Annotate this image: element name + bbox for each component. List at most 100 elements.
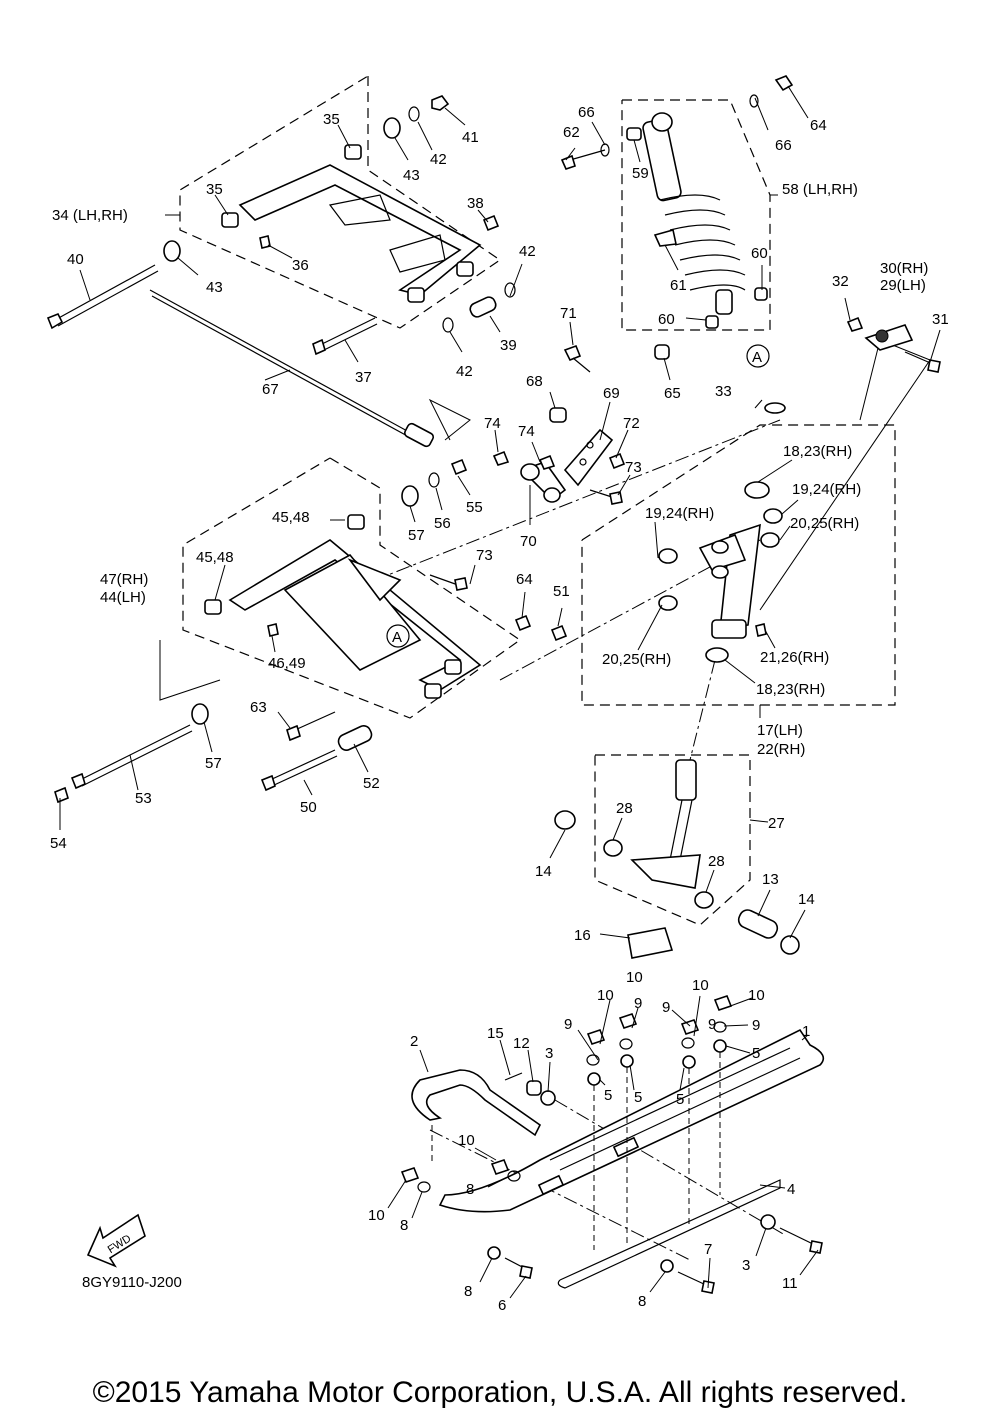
callout-5d: 5 [676, 1091, 684, 1108]
callout-70: 70 [520, 533, 537, 550]
nut-10-e [490, 1159, 510, 1175]
collar-12 [526, 1080, 542, 1096]
washer-5-a [587, 1072, 601, 1086]
ref-marker-a-bottom-label: A [392, 629, 402, 646]
callout-62: 62 [563, 124, 580, 141]
callout-42b: 42 [519, 243, 536, 260]
callout-22-rh: 22(RH) [757, 741, 805, 758]
callout-10f: 10 [368, 1207, 385, 1224]
callout-14b: 14 [798, 891, 815, 908]
bolt-63 [286, 711, 336, 742]
washer-56 [428, 472, 440, 488]
callout-32: 32 [832, 273, 849, 290]
grease-nipple-46 [267, 623, 279, 637]
callout-14a: 14 [535, 863, 552, 880]
bushing-19-left [658, 548, 678, 564]
washer-42-top [408, 106, 420, 122]
nut-55 [450, 458, 468, 476]
callout-67: 67 [262, 381, 279, 398]
callout-4: 4 [787, 1181, 795, 1198]
callout-28a: 28 [616, 800, 633, 817]
callout-9b: 9 [634, 995, 642, 1012]
callout-38: 38 [467, 195, 484, 212]
washer-9-d [713, 1021, 727, 1033]
upper-arm-assembly-boundary [179, 75, 502, 329]
callout-15: 15 [487, 1025, 504, 1042]
callout-58: 58 (LH,RH) [782, 181, 858, 198]
shock-assembly-boundary [621, 99, 771, 331]
washer-5-d [713, 1039, 727, 1053]
lower-arm-assembly-boundary [182, 457, 522, 719]
callout-28b: 28 [708, 853, 725, 870]
callout-labels: 1 2 3 3 4 5 5 5 5 6 7 8 8 8 8 9 9 9 9 9 … [50, 104, 949, 1314]
callout-64-top: 64 [810, 117, 827, 134]
callout-18-23-bottom: 18,23(RH) [756, 681, 825, 698]
ski-handle-2 [411, 1069, 542, 1137]
bushing-19-right [763, 508, 783, 524]
callout-30-rh: 30(RH) [880, 260, 928, 277]
washer-8-f [417, 1181, 431, 1193]
nut-74-right [538, 454, 556, 470]
callout-18-23-top: 18,23(RH) [783, 443, 852, 460]
nut-54 [54, 786, 69, 804]
ref-marker-a-bottom [386, 624, 410, 648]
grease-nipple-21 [755, 623, 767, 637]
washer-8-e [507, 1170, 521, 1182]
nut-10-d [713, 995, 733, 1011]
arm-axle-leader [428, 398, 471, 441]
upper-a-arm [221, 144, 482, 303]
spindle-axis-line [689, 659, 716, 761]
callout-72: 72 [623, 415, 640, 432]
diagram-code: 8GY9110-J200 [82, 1274, 182, 1291]
collar-52 [337, 725, 373, 751]
callout-56: 56 [434, 515, 451, 532]
callout-10c: 10 [692, 977, 709, 994]
collar-39 [469, 296, 497, 318]
callout-8b: 8 [400, 1217, 408, 1234]
callout-13: 13 [762, 871, 779, 888]
callout-41: 41 [462, 129, 479, 146]
callout-10a: 10 [597, 987, 614, 1004]
callout-74-left: 74 [484, 415, 501, 432]
callout-63: 63 [250, 699, 267, 716]
link-plate-69 [563, 428, 614, 487]
spindle-assembly-boundary [581, 424, 896, 706]
washer-9-c [681, 1037, 695, 1049]
washer-5-b [620, 1054, 634, 1068]
callout-54: 54 [50, 835, 67, 852]
link-rod-70 [520, 461, 567, 503]
bushing-14-right [780, 935, 800, 955]
callout-47-rh: 47(RH) [100, 571, 148, 588]
callout-57-top: 57 [408, 527, 425, 544]
callout-11: 11 [782, 1275, 798, 1292]
callout-21-26: 21,26(RH) [760, 649, 829, 666]
bushing-14-left [554, 810, 576, 830]
washer-8-g [487, 1246, 501, 1260]
callout-1: 1 [802, 1023, 810, 1040]
bolt-11 [779, 1227, 823, 1254]
callout-16: 16 [574, 927, 591, 944]
callout-46-49: 46,49 [268, 655, 306, 672]
nut-32 [846, 316, 864, 332]
callout-3b: 3 [742, 1257, 750, 1274]
stabilizer-bar-67 [149, 289, 435, 448]
copyright-notice: ©2015 Yamaha Motor Corporation, U.S.A. A… [92, 1376, 908, 1409]
nut-51 [550, 624, 568, 642]
callout-37: 37 [355, 369, 372, 386]
callout-59: 59 [632, 165, 649, 182]
tie-rod-leader [759, 339, 931, 611]
callout-66-right: 66 [775, 137, 792, 154]
callout-35b: 35 [206, 181, 223, 198]
callout-10b: 10 [626, 969, 643, 986]
callout-8c: 8 [464, 1283, 472, 1300]
pin-15 [504, 1072, 523, 1081]
callout-9a: 9 [564, 1016, 572, 1033]
shock-absorber [642, 112, 746, 315]
callout-33: 33 [715, 383, 732, 400]
collar-68 [549, 407, 567, 423]
ref-marker-a-top [746, 344, 770, 368]
washer-5-c [682, 1055, 696, 1069]
bolt-53 [70, 724, 193, 790]
callout-53: 53 [135, 790, 152, 807]
